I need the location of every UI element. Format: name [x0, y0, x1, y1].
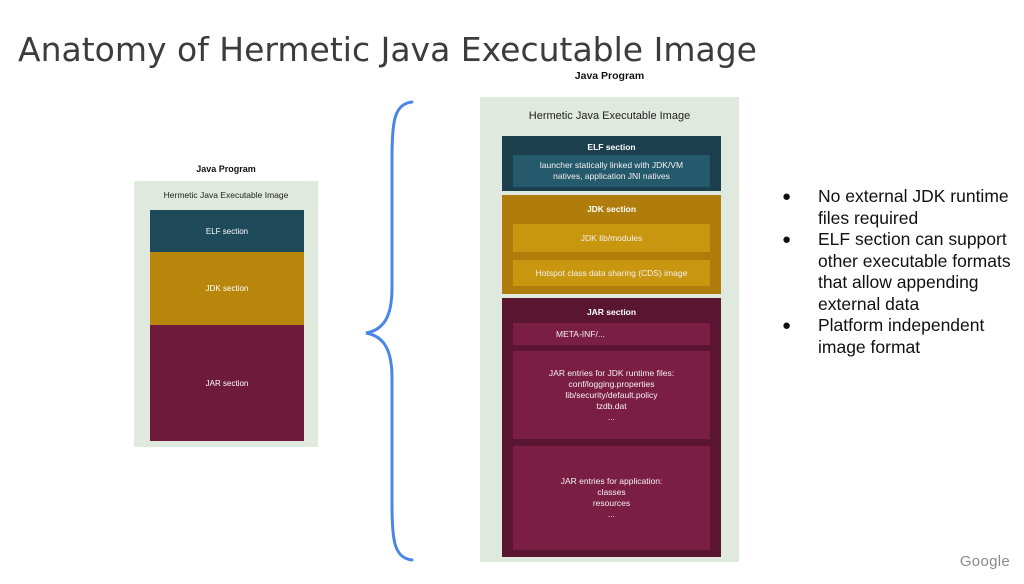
elf-section-title: ELF section	[587, 142, 636, 152]
jar-jdk-runtime-box: JAR entries for JDK runtime files: conf/…	[513, 351, 710, 439]
elf-section: ELF section launcher statically linked w…	[502, 136, 721, 191]
large-panel-title: Hermetic Java Executable Image	[528, 110, 691, 122]
bullet-item: ●No external JDK runtime files required	[782, 186, 1009, 228]
bullet-dot-icon: ●	[782, 188, 792, 205]
small-elf-label: ELF section	[205, 226, 249, 236]
jar-section-title: JAR section	[586, 307, 637, 317]
small-jar-section: JAR section	[150, 325, 304, 441]
elf-launcher-box: launcher statically linked with JDK/VM n…	[513, 155, 710, 187]
jdk-section-title: JDK section	[586, 204, 637, 214]
small-diagram-caption: Java Program	[196, 164, 256, 174]
small-jar-label: JAR section	[205, 378, 249, 388]
jdk-section: JDK section JDK lib/modules Hotspot clas…	[502, 195, 721, 294]
small-diagram-panel: Hermetic Java Executable Image ELF secti…	[134, 181, 318, 447]
bullet-item: ●ELF section can support other executabl…	[782, 229, 1011, 314]
small-jdk-section: JDK section	[150, 252, 304, 325]
jar-meta-inf-box: META-INF/...	[513, 323, 710, 345]
large-diagram-panel: Hermetic Java Executable Image ELF secti…	[480, 97, 739, 562]
jar-section: JAR section META-INF/... JAR entries for…	[502, 298, 721, 557]
bullet-list: ●No external JDK runtime files required …	[782, 186, 1022, 358]
small-panel-title: Hermetic Java Executable Image	[163, 190, 289, 200]
jdk-cds-box: Hotspot class data sharing (CDS) image	[513, 260, 710, 286]
bullet-dot-icon: ●	[782, 317, 792, 334]
jdk-modules-box: JDK lib/modules	[513, 224, 710, 252]
small-elf-section: ELF section	[150, 210, 304, 252]
slide-title: Anatomy of Hermetic Java Executable Imag…	[18, 30, 757, 69]
jar-application-box: JAR entries for application: classes res…	[513, 446, 710, 550]
small-jdk-label: JDK section	[205, 284, 249, 293]
curly-brace-icon	[365, 100, 414, 562]
bullet-dot-icon: ●	[782, 231, 792, 248]
google-logo: Google	[959, 553, 1010, 570]
bullet-item: ●Platform independent image format	[782, 315, 985, 357]
large-diagram-caption: Java Program	[574, 70, 645, 82]
